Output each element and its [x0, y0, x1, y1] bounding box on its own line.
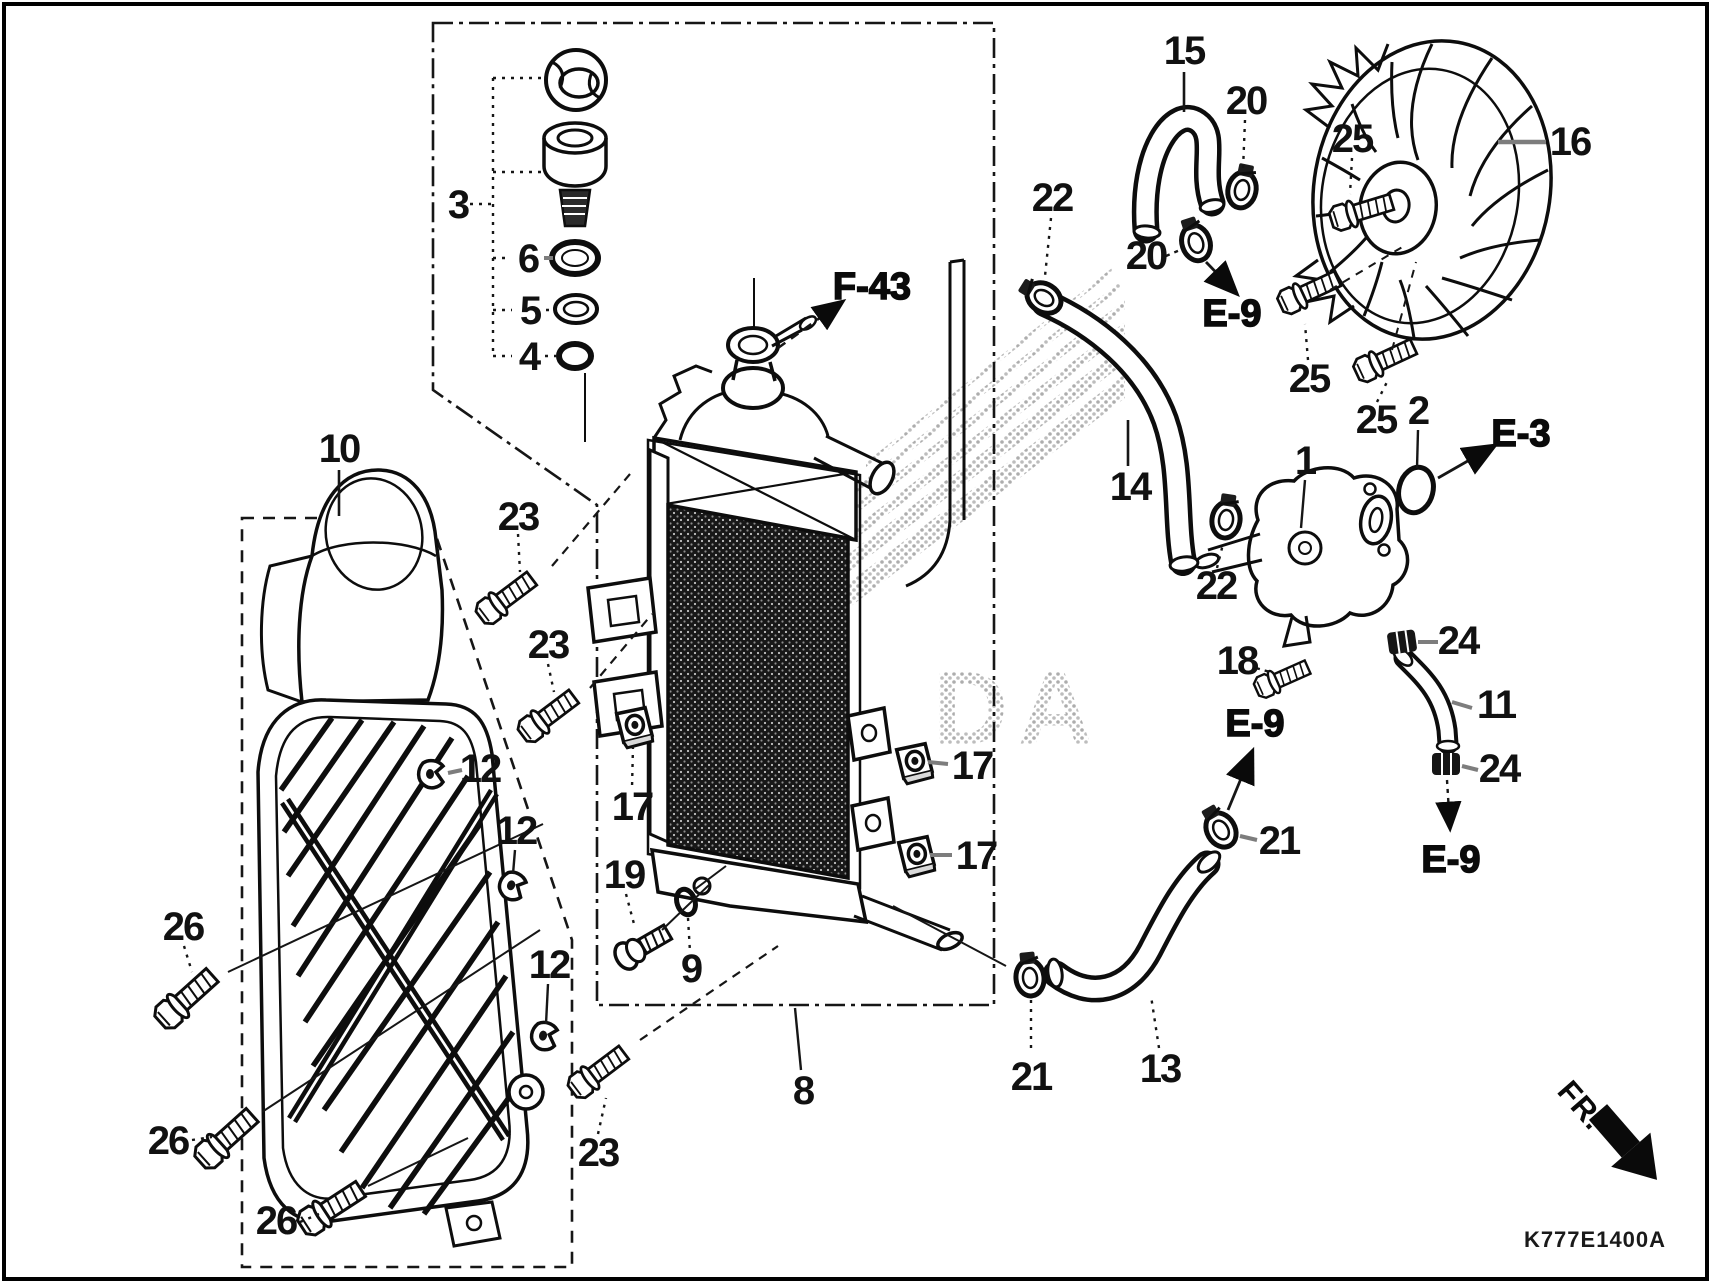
nut-17-right-lower: [896, 834, 937, 880]
grommet-12-a: [416, 758, 445, 790]
bolt-25-c: [1349, 332, 1421, 387]
ref-e3: E-3: [1491, 413, 1550, 455]
joint-24-b: [1431, 752, 1461, 776]
callout-22-a: 22: [1032, 176, 1073, 220]
callout-25-c: 25: [1356, 398, 1398, 442]
callout-22-b: 22: [1196, 564, 1237, 608]
callout-23-b: 23: [528, 623, 569, 667]
radiator-shroud: [256, 468, 545, 1248]
callout-13: 13: [1140, 1047, 1181, 1091]
callout-23-a: 23: [498, 495, 539, 539]
ref-e9-bottom: E-9: [1421, 839, 1480, 881]
callout-2: 2: [1408, 389, 1429, 433]
honda-watermark: DA: [830, 268, 1125, 767]
diagram-code: K777E1400A: [1524, 1227, 1666, 1252]
callout-20-a: 20: [1226, 79, 1267, 123]
callout-17-right-upper: 17: [952, 744, 993, 788]
callout-26-a: 26: [163, 905, 204, 949]
callout-19: 19: [604, 853, 645, 897]
clamp-20-b: [1175, 214, 1215, 264]
radiator-cap-parts: [542, 48, 608, 371]
callout-14: 14: [1110, 465, 1153, 509]
water-pump-cover: [1193, 465, 1410, 648]
callout-25-b: 25: [1289, 357, 1331, 401]
radiator: [584, 258, 966, 952]
callout-24-a: 24: [1438, 619, 1481, 663]
clamp-21-b: [1196, 800, 1242, 852]
callout-26-c: 26: [256, 1199, 297, 1243]
callout-16: 16: [1550, 120, 1591, 164]
cooling-fan: [1292, 39, 1553, 341]
ref-e9-top: E-9: [1202, 293, 1261, 335]
joint-24-a: [1385, 628, 1419, 656]
hose-15: [1131, 105, 1226, 244]
watermark-text: DA: [933, 651, 1103, 767]
callout-5: 5: [520, 289, 542, 333]
callout-21-a: 21: [1011, 1055, 1053, 1099]
clamp-21-a: [1013, 951, 1045, 998]
bolt-23-b: [512, 684, 584, 748]
callout-15: 15: [1164, 29, 1206, 73]
o-ring-2: [1396, 464, 1436, 516]
callout-3: 3: [448, 183, 469, 227]
clamp-22-b: [1210, 492, 1244, 539]
hose-13: [1042, 850, 1222, 1003]
callout-10: 10: [319, 427, 360, 471]
radiator-assembly-detail-box: [431, 21, 996, 1007]
callout-25-a: 25: [1332, 117, 1374, 161]
callout-24-b: 24: [1479, 747, 1522, 791]
callout-12-c: 12: [529, 943, 570, 987]
nut-17-right-upper: [894, 741, 935, 787]
callout-20-b: 20: [1126, 234, 1167, 278]
callout-21-b: 21: [1259, 819, 1301, 863]
hose-11: [1392, 647, 1461, 755]
bolt-23-a: [470, 566, 542, 630]
callout-6: 6: [518, 237, 539, 281]
bolt-26-a: [148, 962, 224, 1035]
callout-1: 1: [1295, 439, 1317, 483]
callout-4: 4: [519, 335, 542, 379]
callout-23-c: 23: [578, 1131, 619, 1175]
bolt-18: [1250, 654, 1314, 702]
grommet-12-c: [527, 1018, 560, 1054]
clamp-20-a: [1225, 162, 1262, 211]
callout-11: 11: [1477, 683, 1517, 727]
ref-f43: F-43: [833, 266, 911, 308]
hoses: [1028, 105, 1461, 1003]
callout-9: 9: [681, 947, 702, 991]
ref-e9-mid: E-9: [1225, 703, 1284, 745]
callout-8: 8: [793, 1069, 815, 1113]
bolt-23-c: [562, 1040, 634, 1104]
nut-17-left: [614, 705, 655, 751]
callout-12-b: 12: [496, 809, 537, 853]
callout-26-b: 26: [148, 1119, 189, 1163]
front-direction-indicator: FR.: [1551, 1074, 1658, 1180]
callout-17-right-lower: 17: [956, 834, 997, 878]
callout-18: 18: [1217, 639, 1259, 683]
callout-17-left: 17: [612, 785, 653, 829]
leader-lines: [182, 72, 1546, 1224]
callout-12-a: 12: [460, 747, 501, 791]
